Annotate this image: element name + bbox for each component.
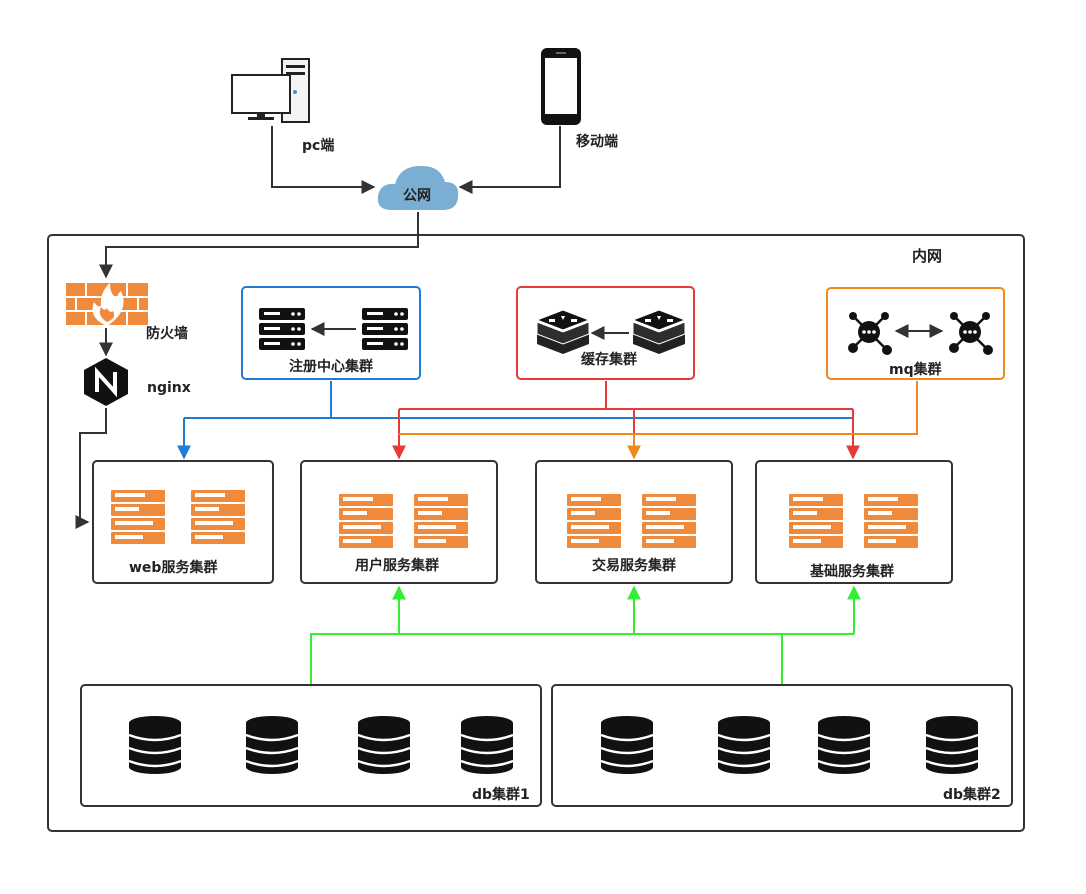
web-service-label: web服务集群	[129, 559, 217, 576]
mobile-icon	[541, 48, 581, 125]
internet-label: 公网	[403, 188, 431, 204]
pc-to-internet-line	[271, 126, 376, 194]
database-icon	[459, 714, 515, 776]
cache-links	[392, 381, 860, 460]
internet-to-firewall-line	[99, 212, 419, 279]
server-icon	[642, 494, 696, 548]
base-service-cluster: 基础服务集群	[755, 460, 953, 584]
nginx-to-web-line	[75, 408, 107, 529]
mq-label: mq集群	[889, 361, 942, 378]
database-icon	[127, 714, 183, 776]
db-cluster-1: db集群1	[80, 684, 542, 807]
mobile-client: 移动端	[541, 48, 618, 150]
database-icon	[599, 714, 655, 776]
mobile-to-internet-line	[458, 126, 561, 194]
firewall-icon	[66, 283, 148, 326]
intranet-label: 内网	[912, 247, 942, 265]
db-cluster-2-label: db集群2	[943, 786, 1001, 803]
cloud-icon	[377, 165, 459, 210]
mobile-label: 移动端	[576, 133, 618, 150]
pc-label: pc端	[302, 137, 334, 154]
database-icon	[356, 714, 412, 776]
server-icon	[111, 490, 165, 544]
db-cluster-2: db集群2	[551, 684, 1013, 807]
redis-icon	[632, 309, 686, 355]
firewall: 防火墙	[66, 283, 188, 342]
server-rack-icon	[259, 308, 305, 350]
trade-service-cluster: 交易服务集群	[535, 460, 733, 584]
redis-icon	[536, 309, 590, 355]
web-service-cluster: web服务集群	[92, 460, 274, 584]
nginx-icon	[84, 358, 128, 406]
nginx: nginx	[84, 358, 191, 406]
server-icon	[414, 494, 468, 548]
server-icon	[567, 494, 621, 548]
database-icon	[244, 714, 300, 776]
registry-cluster: 注册中心集群	[241, 286, 421, 380]
cache-cluster: 缓存集群	[516, 286, 695, 380]
server-rack-icon	[362, 308, 408, 350]
db-cluster-1-label: db集群1	[472, 786, 530, 803]
database-icon	[716, 714, 772, 776]
registry-label: 注册中心集群	[289, 358, 373, 375]
intranet-box	[47, 234, 1025, 832]
trade-service-label: 交易服务集群	[592, 557, 676, 574]
mq-cluster: mq集群	[826, 287, 1005, 380]
user-service-cluster: 用户服务集群	[300, 460, 498, 584]
database-icon	[816, 714, 872, 776]
db-links	[310, 585, 861, 685]
server-icon	[339, 494, 393, 548]
registry-links	[177, 381, 853, 460]
database-icon	[924, 714, 980, 776]
nginx-label: nginx	[147, 380, 191, 396]
mq-hub-icon	[846, 310, 894, 357]
pc-icon	[231, 58, 310, 123]
server-icon	[864, 494, 918, 548]
cache-label: 缓存集群	[581, 351, 637, 368]
internet-cloud: 公网	[377, 165, 459, 210]
mq-links	[399, 381, 918, 460]
mq-hub-icon	[947, 310, 995, 357]
server-icon	[191, 490, 245, 544]
user-service-label: 用户服务集群	[355, 557, 439, 574]
firewall-label: 防火墙	[146, 325, 188, 342]
base-service-label: 基础服务集群	[810, 563, 894, 580]
server-icon	[789, 494, 843, 548]
pc-client: pc端	[231, 58, 334, 154]
